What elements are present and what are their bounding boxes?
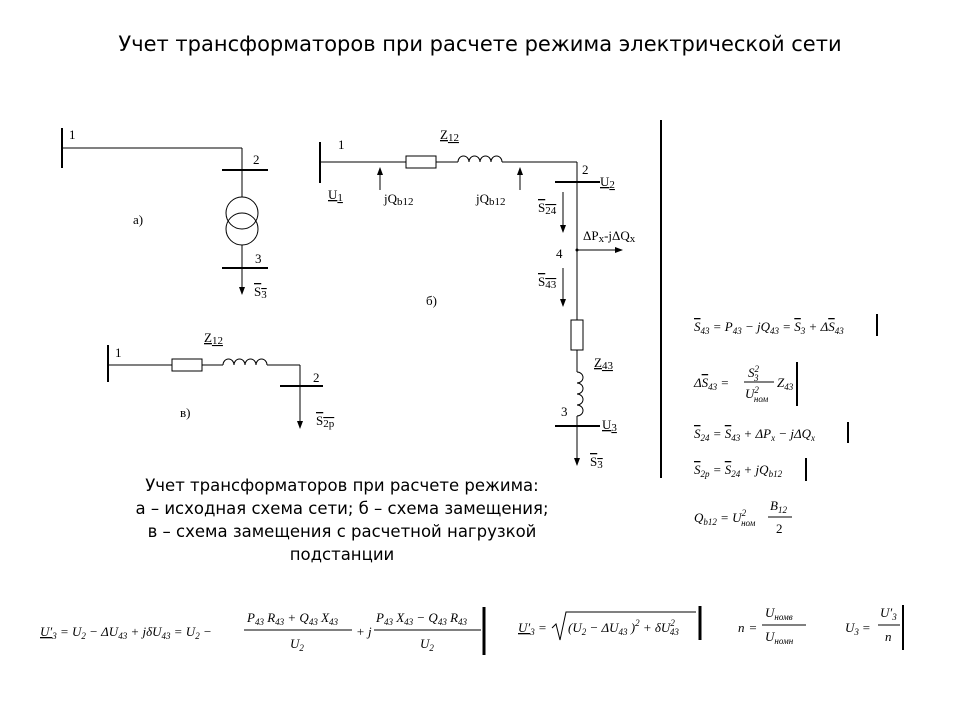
svg-text:B12: B12 [770,498,787,515]
svg-text:n: n [885,629,892,644]
node-2-label: 2 [313,370,320,385]
svg-text:U2: U2 [290,636,304,653]
formula-s43: S43 = P43 − jQ43 = S3 + ΔS43 [694,314,878,337]
resistor-r43 [570,319,584,351]
jqb12-left-label: jQb12 [383,191,414,208]
svg-text:+ j: + j [356,624,372,639]
sqrt-sign [551,611,696,641]
resistor-r12 [171,358,203,372]
svg-text:S24 = S43 +: S24 = S43 + ΔPx − jΔQx [694,426,815,444]
z43-label: Z43 [594,355,613,372]
svg-text:P43 R43 + Q43: P43 R43 + Q43 X43 [246,610,339,628]
diagram-b-letter: б) [426,293,437,308]
transformer-winding-1 [225,196,259,230]
formula-s24: S24 = S43 + ΔPx − jΔQx [694,422,849,444]
svg-text:U′3 =: U′3 = [518,620,547,638]
svg-text:ΔS43 =: ΔS43 = [693,375,729,393]
z12-label: Z12 [440,127,459,144]
svg-text:U2: U2 [420,636,434,653]
diagram-v-letter: в) [180,405,190,420]
no-load-loss-label: ΔPx-jΔQx [583,228,636,245]
svg-text:S23: S23 [748,364,760,383]
formula-u3-prime: U′3 = U2 − ΔU43 + jδU43 = U2 − P43 R43 +… [40,607,486,655]
svg-text:S2р = S24 +: S2р = S24 + jQb12 [694,462,783,480]
z12-label: Z12 [204,330,223,347]
s2p-label: S2р [316,413,335,430]
node-3-label: 3 [561,404,568,419]
node-3-label: 3 [255,251,262,266]
diagram-b: 1 U1 jQb12 Z12 jQb12 2 U2 S24 4 ΔPx-jΔQx… [319,127,636,471]
caption-line-4: подстанции [289,545,395,564]
resistor-r12 [405,155,437,169]
formula-u3: U3= U′3 n [845,605,904,650]
svg-text:U′3: U′3 [880,605,897,622]
caption-line-2: а – исходная схема сети; б – схема замещ… [135,499,549,518]
s3-label: S3 [590,454,603,471]
node-1-label: 1 [69,127,76,142]
diagram-v: 1 Z12 2 S2р в) [107,330,335,430]
svg-text:2: 2 [776,521,783,536]
svg-text:Z43: Z43 [777,375,794,392]
caption-line-1: Учет трансформаторов при расчете режима: [145,476,539,495]
u3-label: U3 [602,417,617,434]
node-1-label: 1 [115,345,122,360]
svg-text:S43 = P43 −: S43 = P43 − jQ43 = S3 + ΔS43 [694,319,844,337]
diagram-a-letter: а) [133,212,143,227]
formula-n: n= Uномв Uномн [738,605,806,646]
inductor-x43 [576,371,584,417]
caption-line-3: в – схема замещения с расчетной нагрузко… [147,522,537,541]
page-title: Учет трансформаторов при расчете режима … [118,32,842,56]
inductor-x12 [457,155,503,163]
s24-label: S24 [538,200,557,217]
svg-text:U′3 = U2 − ΔU43: U′3 = U2 − ΔU43 + jδU43 = U2 − [40,624,212,642]
diagram-a: 1 2 3 S3 а) [61,127,268,301]
load-s3-label: S3 [254,284,267,301]
svg-text:n=: n= [738,620,757,635]
s43-label: S43 [538,274,557,291]
formula-s2p: S2р = S24 + jQb12 [694,458,807,481]
svg-text:P43 X43 − Q43: P43 X43 − Q43 R43 [375,610,468,628]
svg-text:U3=: U3= [845,620,871,637]
node-2-label: 2 [253,152,260,167]
svg-text:Uномв: Uномв [765,605,793,622]
svg-text:Uномн: Uномн [765,629,794,646]
u1-label: U1 [328,187,343,204]
u2-label: U2 [600,174,615,191]
node-2-label: 2 [582,162,589,177]
jqb12-right-label: jQb12 [475,191,506,208]
inductor-x12 [222,358,268,366]
node-4-label: 4 [556,246,563,261]
figure-caption: Учет трансформаторов при расчете режима:… [92,474,592,566]
node-1-label: 1 [338,137,345,152]
